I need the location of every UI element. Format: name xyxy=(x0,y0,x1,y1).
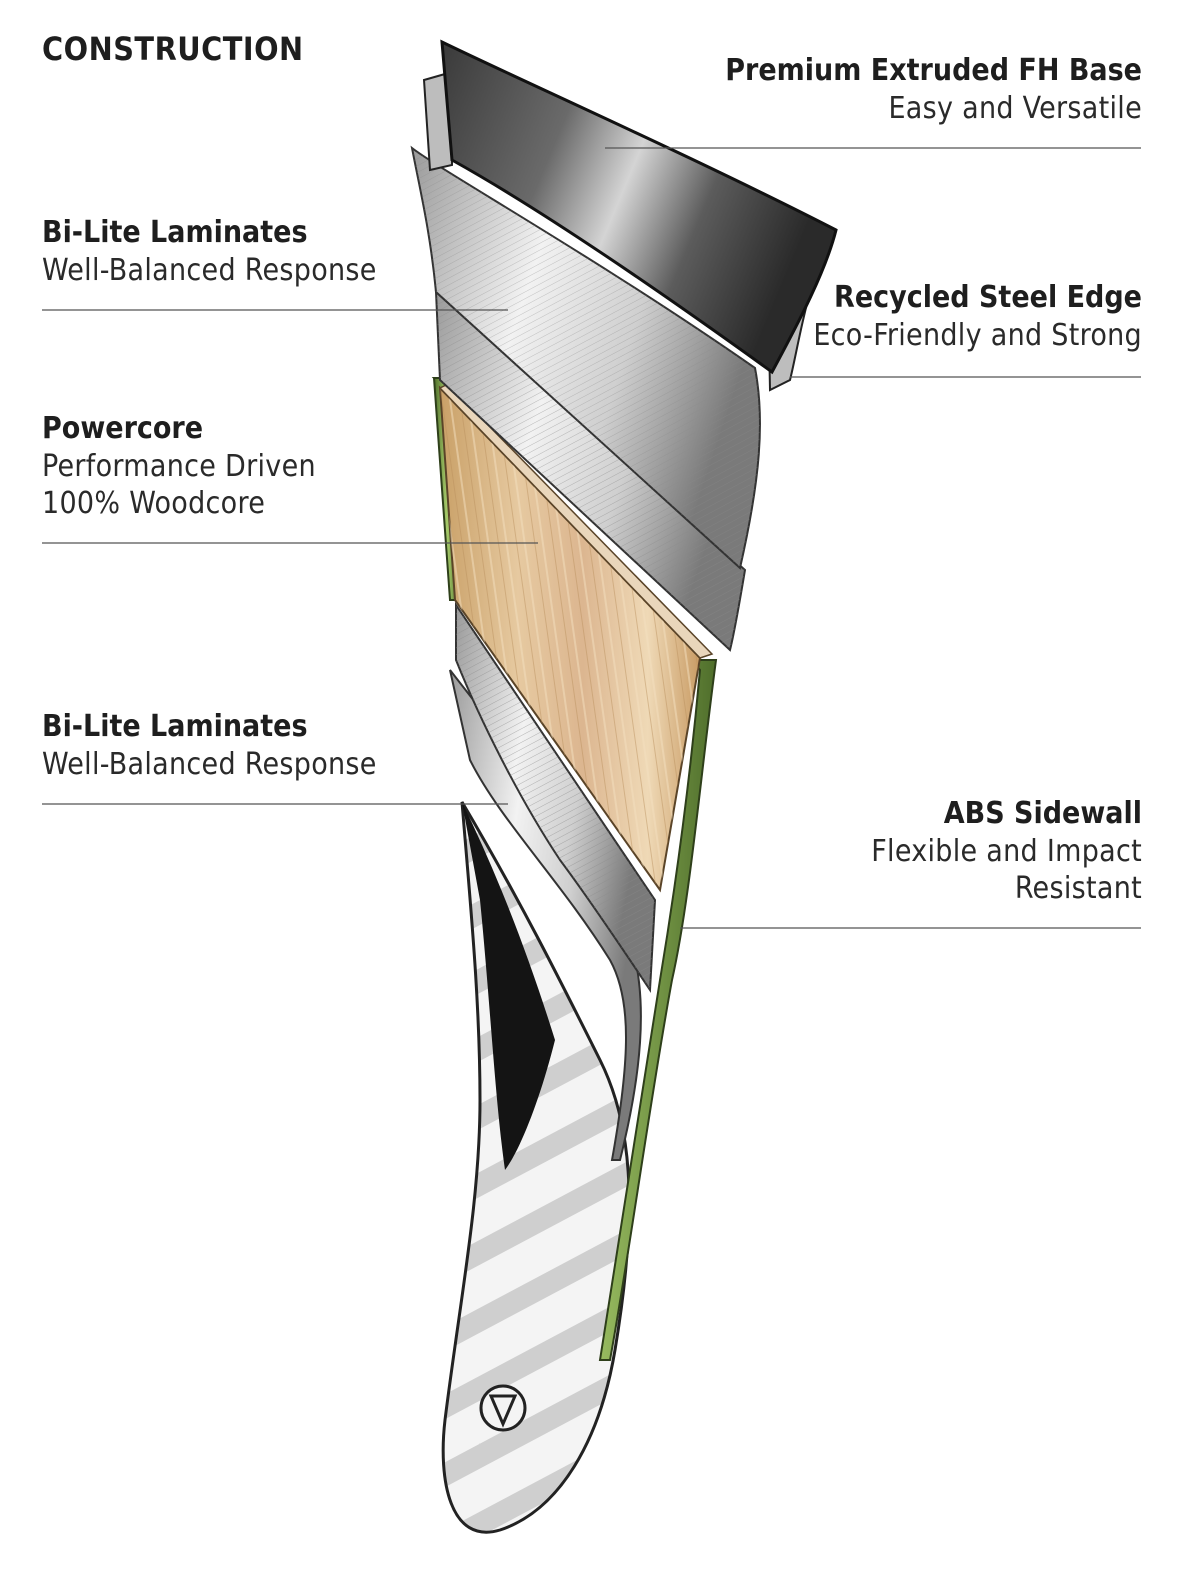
callout-title: Bi-Lite Laminates xyxy=(42,709,308,744)
leader-lines xyxy=(42,147,1141,929)
diagram-heading: CONSTRUCTION xyxy=(42,30,304,68)
callout-title: Bi-Lite Laminates xyxy=(42,215,308,250)
callout-laminate-bottom: Bi-Lite Laminates Well-Balanced Response xyxy=(42,708,377,783)
callout-title: Recycled Steel Edge xyxy=(834,280,1142,315)
callout-laminate-top: Bi-Lite Laminates Well-Balanced Response xyxy=(42,214,377,289)
callout-subtitle-line-1: Flexible and Impact xyxy=(871,834,1142,869)
callout-subtitle-line-1: Performance Driven xyxy=(42,449,316,484)
callout-subtitle: Easy and Versatile xyxy=(888,91,1142,126)
callout-core: Powercore Performance Driven 100% Woodco… xyxy=(42,410,316,522)
powercore-woodcore-layer xyxy=(438,383,714,893)
topsheet-layer xyxy=(441,801,631,1534)
callout-title: Powercore xyxy=(42,411,204,446)
callout-base: Premium Extruded FH Base Easy and Versat… xyxy=(725,52,1142,127)
callout-title: ABS Sidewall xyxy=(943,796,1142,831)
callout-subtitle: Well-Balanced Response xyxy=(42,747,377,782)
callout-title: Premium Extruded FH Base xyxy=(725,53,1142,88)
callout-subtitle-line-2: 100% Woodcore xyxy=(42,486,266,521)
callout-edge: Recycled Steel Edge Eco-Friendly and Str… xyxy=(813,279,1142,354)
bi-lite-laminate-bottom-layer xyxy=(449,601,657,1161)
callout-subtitle: Well-Balanced Response xyxy=(42,253,377,288)
callout-subtitle-line-2: Resistant xyxy=(1014,871,1142,906)
bi-lite-laminate-top-layer xyxy=(410,145,761,652)
callout-subtitle: Eco-Friendly and Strong xyxy=(813,318,1142,353)
callout-sidewall: ABS Sidewall Flexible and Impact Resista… xyxy=(871,795,1142,907)
premium-extruded-base-layer xyxy=(440,39,838,375)
